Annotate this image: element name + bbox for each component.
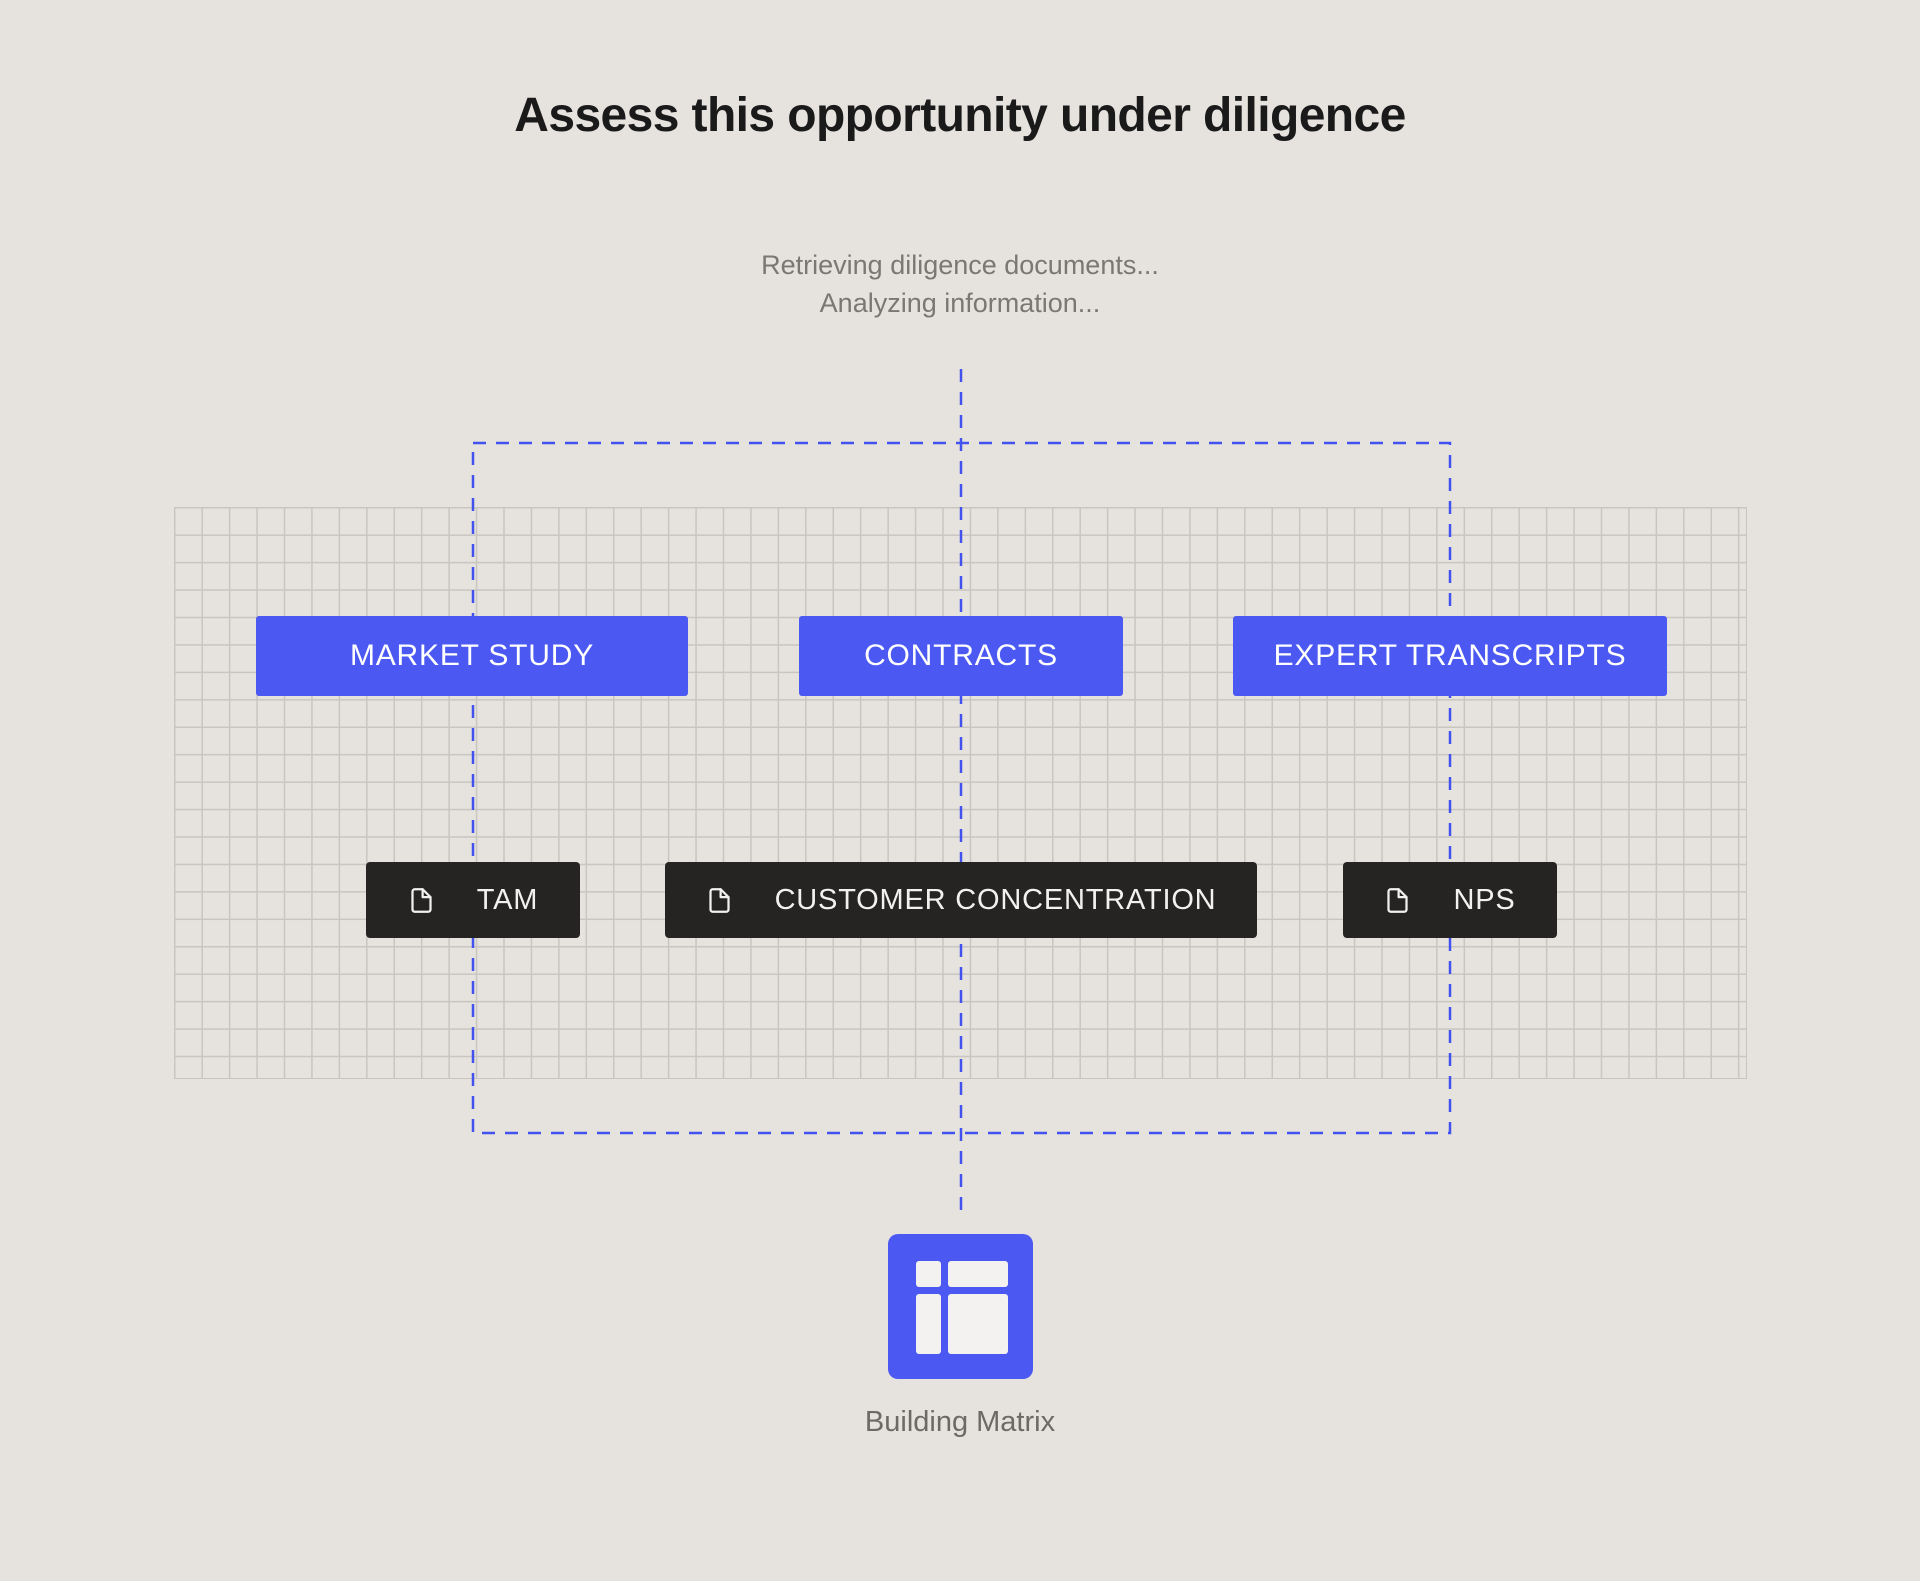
document-icon bbox=[708, 887, 730, 913]
metric-node-label: NPS bbox=[1453, 883, 1516, 916]
metric-node-label: TAM bbox=[476, 883, 539, 916]
status-block: Retrieving diligence documents... Analyz… bbox=[0, 246, 1920, 322]
matrix-icon-cell bbox=[916, 1261, 941, 1287]
document-node-label: EXPERT TRANSCRIPTS bbox=[1273, 639, 1627, 672]
metric-node-customer-concentration[interactable]: CUSTOMER CONCENTRATION bbox=[665, 862, 1257, 938]
document-icon bbox=[411, 887, 432, 913]
metric-node-label: CUSTOMER CONCENTRATION bbox=[774, 883, 1217, 916]
matrix-icon-cell bbox=[948, 1261, 1008, 1287]
grid-backdrop bbox=[174, 507, 1747, 1079]
metric-node-nps[interactable]: NPS bbox=[1343, 862, 1557, 938]
document-node-label: MARKET STUDY bbox=[349, 639, 595, 672]
document-icon bbox=[1387, 887, 1409, 913]
page-title: Assess this opportunity under diligence bbox=[514, 89, 1406, 142]
document-node-market-study[interactable]: MARKET STUDY bbox=[256, 616, 688, 696]
matrix-icon-cell bbox=[948, 1294, 1008, 1354]
metric-node-tam[interactable]: TAM bbox=[366, 862, 580, 938]
matrix-icon bbox=[888, 1234, 1033, 1379]
document-node-label: CONTRACTS bbox=[864, 639, 1058, 672]
document-node-contracts[interactable]: CONTRACTS bbox=[799, 616, 1123, 696]
matrix-icon-cell bbox=[916, 1294, 941, 1354]
status-line-retrieving: Retrieving diligence documents... bbox=[761, 250, 1159, 280]
document-node-expert-transcripts[interactable]: EXPERT TRANSCRIPTS bbox=[1233, 616, 1667, 696]
status-line-analyzing: Analyzing information... bbox=[819, 288, 1101, 318]
building-matrix-label: Building Matrix bbox=[864, 1406, 1056, 1438]
